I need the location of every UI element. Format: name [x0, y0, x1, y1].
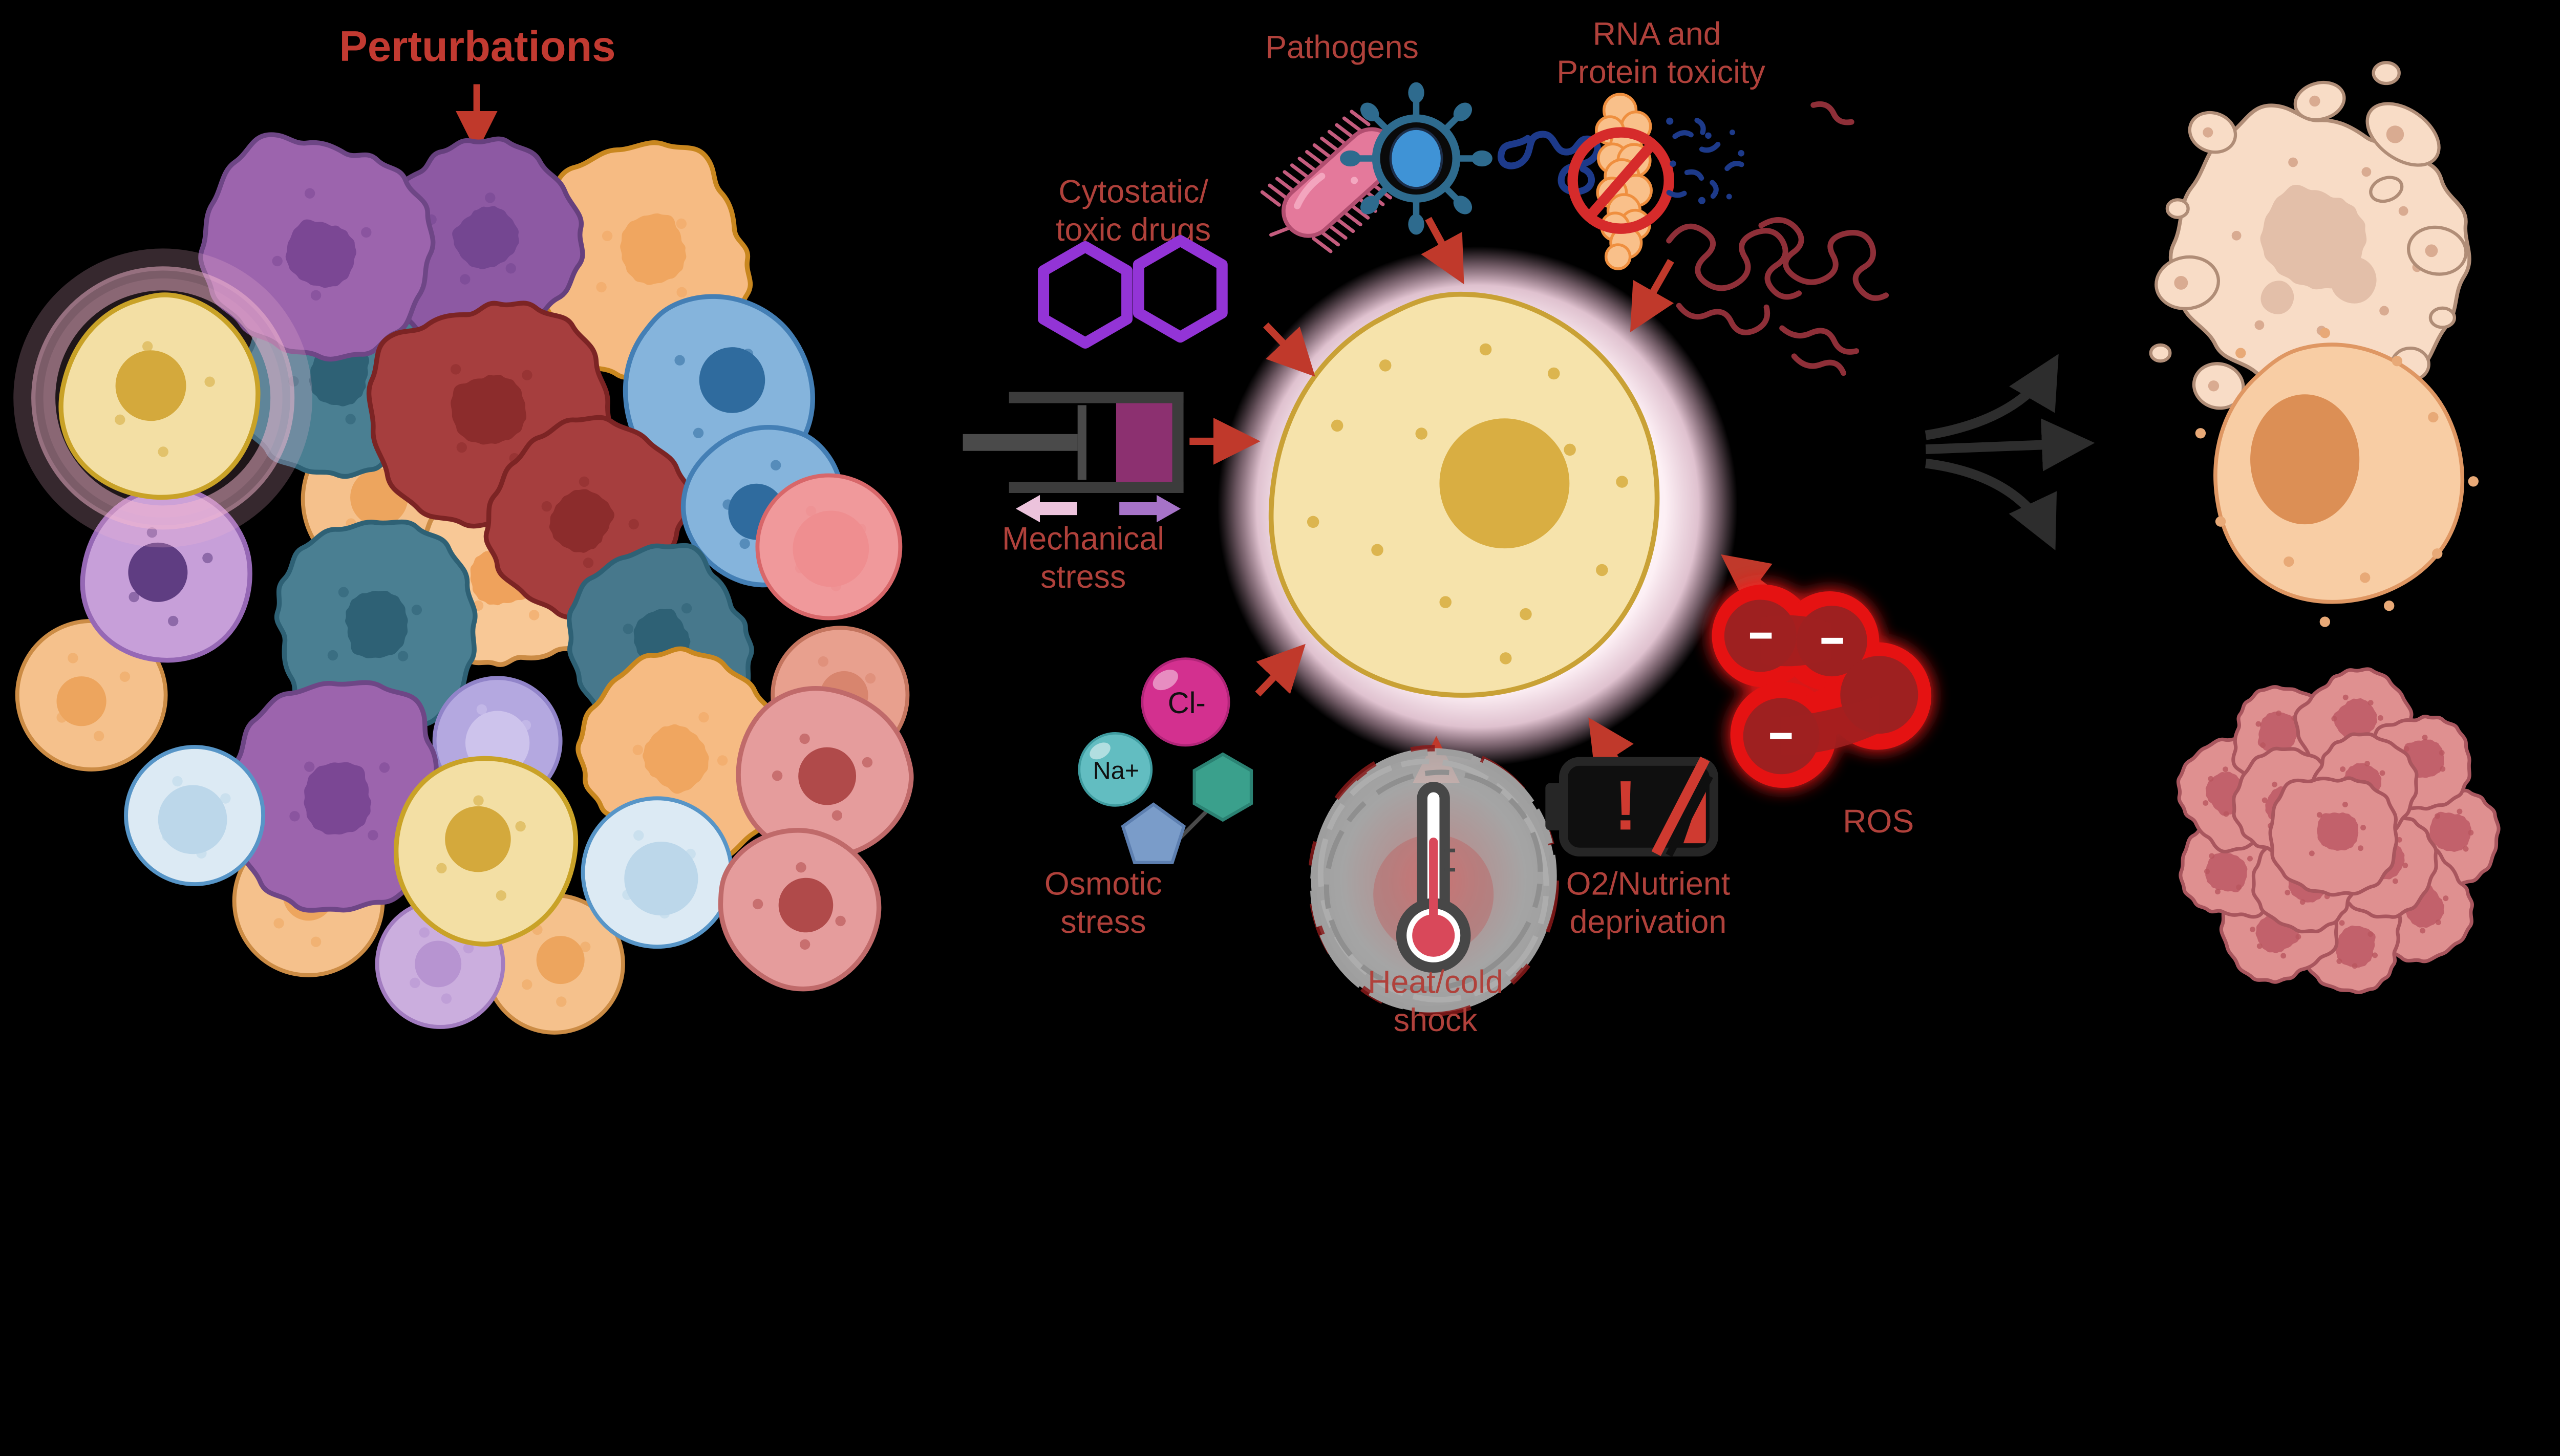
tissue-cell [213, 667, 459, 927]
cell-cluster [13, 104, 925, 1035]
cell-fragment [2165, 198, 2190, 219]
tissue-cell [263, 507, 493, 750]
arrow-from-pathogens [1421, 217, 1464, 285]
figure-canvas: Perturbations Cytostatic/ toxic drugs Pa… [13, 16, 2507, 1038]
tissue-cell [76, 480, 258, 667]
tissue-cell [690, 801, 906, 1015]
outcome-fragmented-dying-cell [2136, 61, 2502, 434]
fate-arrow-up [1925, 354, 2059, 440]
tissue-cell [13, 248, 313, 548]
chloride-ion-label: Cl- [1168, 687, 1206, 720]
rna-fragments-icon [1666, 117, 1744, 204]
tissue-cell [348, 281, 633, 553]
blocked-protein-icon [1567, 93, 1674, 270]
mechanical-label-2: stress [1040, 559, 1126, 595]
perturbations-title: Perturbations [339, 23, 616, 70]
osmotic-label-1: Osmotic [1044, 866, 1162, 902]
tissue-cell [388, 751, 582, 952]
tissue-cell [15, 619, 168, 772]
stressor-heat-cold: Heat/cold shock [1308, 745, 1559, 1038]
protein-aggregates-icon [1666, 101, 1889, 376]
sugar-pentagon [1121, 802, 1186, 864]
drug-hexagons-icon [1038, 235, 1228, 349]
stressor-osmotic: Cl- Na+ Osmotic stress [1044, 657, 1253, 940]
chloride-ion-icon: Cl- [1141, 657, 1230, 747]
central-cell-speckles [1307, 343, 1628, 665]
tumor-cell [2270, 778, 2397, 895]
fate-arrows-icon [1925, 354, 2095, 550]
low-battery-icon: ! [1545, 756, 1719, 857]
cell-fragment [2372, 61, 2401, 85]
cell-fragment [2369, 176, 2404, 203]
arrow-from-drugs [1263, 322, 1315, 377]
stressor-pathogens: Pathogens [1260, 30, 1492, 253]
tumor-cell [2298, 885, 2405, 998]
o2-nutrient-label-2: deprivation [1570, 904, 1727, 940]
fate-arrow-mid [1925, 418, 2095, 472]
tissue-cell [726, 676, 925, 870]
tissue-cell [755, 473, 903, 620]
heat-cold-label-1: Heat/cold [1368, 964, 1503, 1000]
central-cell-nucleus [1439, 418, 1570, 549]
arrow-from-rna-toxicity [1630, 259, 1674, 333]
surviving-cell-speckles [2195, 328, 2479, 627]
compression-arrows-icon [1016, 495, 1181, 523]
tissue-cell [591, 265, 843, 520]
surviving-cell-nucleus [2250, 394, 2360, 525]
tissue-cell [581, 796, 734, 949]
tissue-cell [457, 386, 713, 648]
heat-cold-label-2: shock [1394, 1002, 1478, 1038]
battery-alert-label: ! [1614, 766, 1637, 845]
arrow-from-osmotic [1255, 644, 1306, 697]
sodium-ion-label: Na+ [1093, 757, 1139, 785]
stressor-o2-nutrient: ! O2/Nutrient deprivation [1545, 756, 1730, 940]
sugar-hexagon [1192, 752, 1253, 822]
central-cell [1271, 294, 1657, 695]
sodium-ion-icon: Na+ [1078, 732, 1153, 807]
pathogens-label: Pathogens [1265, 30, 1419, 66]
rna-protein-label-1: RNA and [1593, 16, 1721, 52]
o2-nutrient-label-1: O2/Nutrient [1566, 866, 1730, 902]
rna-strand-icon [1498, 131, 1601, 196]
cell-fragment [2428, 306, 2457, 329]
outcome-intact-surviving-cell [2184, 316, 2490, 629]
piston-icon [963, 392, 1184, 494]
fate-arrow-down [1925, 458, 2057, 550]
tissue-cell [179, 119, 453, 380]
ros-molecules-icon [1709, 582, 1934, 790]
stressor-cytostatic: Cytostatic/ toxic drugs [1038, 174, 1228, 349]
tumor-cell [2174, 815, 2288, 922]
ros-label: ROS [1843, 803, 1914, 840]
tissue-cell [501, 118, 776, 403]
cytostatic-label-1: Cytostatic/ [1058, 174, 1208, 210]
outcome-proliferating-cell-cluster [2161, 651, 2505, 998]
virus-icon [1340, 82, 1492, 235]
tissue-cell [124, 745, 265, 886]
osmotic-label-2: stress [1060, 904, 1146, 940]
rna-protein-label-2: Protein toxicity [1556, 54, 1765, 90]
stressor-mechanical: Mechanical stress [963, 392, 1184, 595]
stressor-rna-protein: RNA and Protein toxicity [1498, 16, 1889, 376]
stressor-ros: ROS [1709, 582, 1934, 840]
mechanical-label-1: Mechanical [1002, 521, 1164, 556]
cell-fragment [2149, 343, 2172, 363]
thermometer-icon [1396, 782, 1471, 973]
